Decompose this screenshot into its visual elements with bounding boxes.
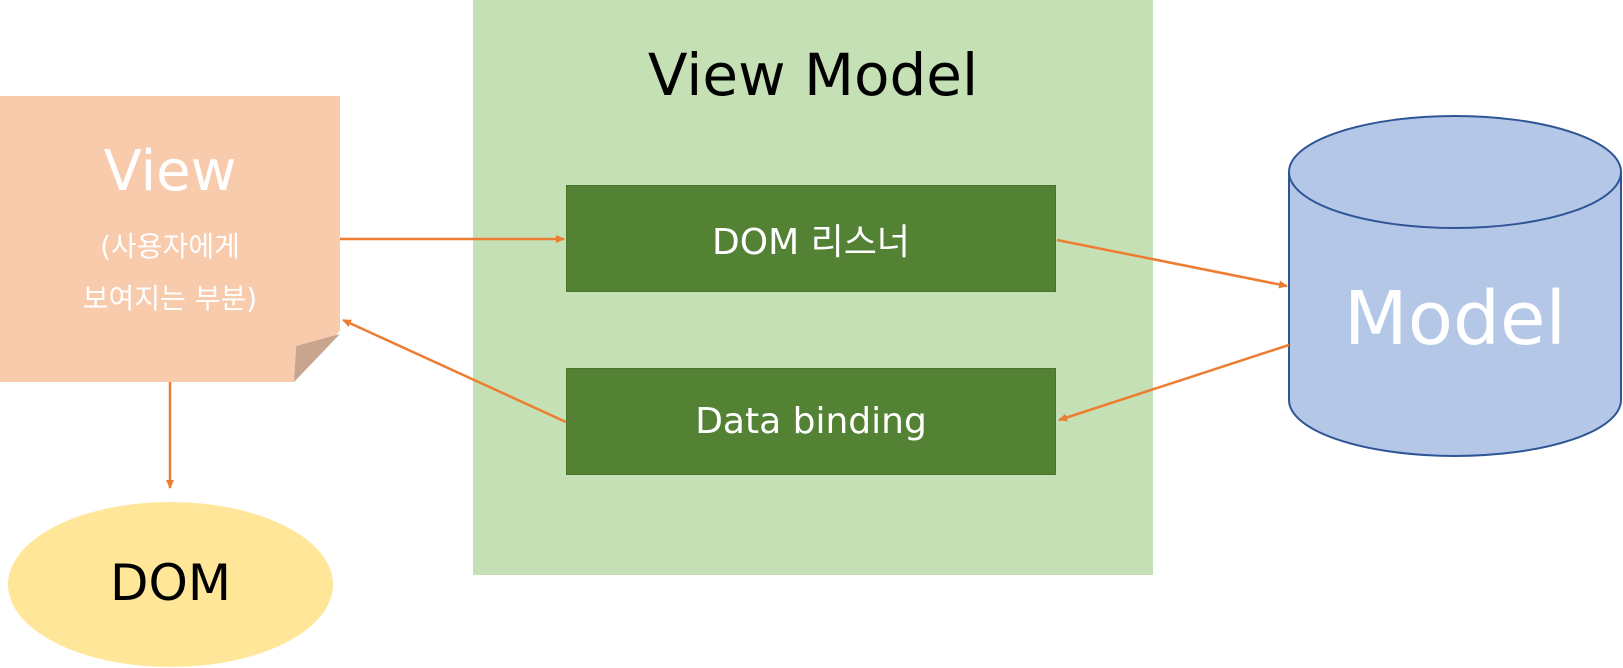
arrow-model-to-binding <box>1058 343 1290 422</box>
view-title: View <box>103 139 237 204</box>
data-binding-box: Data binding <box>566 368 1056 475</box>
dom-label: DOM <box>110 554 231 612</box>
view-model-title: View Model <box>647 41 979 109</box>
dom-ellipse <box>8 502 333 667</box>
dom-listener-label: DOM 리스너 <box>712 221 910 263</box>
view-subtitle-line2: 보여지는 부분) <box>82 282 258 315</box>
model-cylinder <box>1288 115 1622 457</box>
view-note-shape <box>0 96 340 382</box>
view-subtitle-line1: (사용자에게 <box>100 230 240 263</box>
data-binding-label: Data binding <box>695 401 927 442</box>
model-label: Model <box>1343 276 1567 362</box>
arrow-listener-to-model <box>1056 238 1288 289</box>
arrow-binding-to-view <box>342 318 567 424</box>
dom-listener-box: DOM 리스너 <box>566 185 1056 292</box>
